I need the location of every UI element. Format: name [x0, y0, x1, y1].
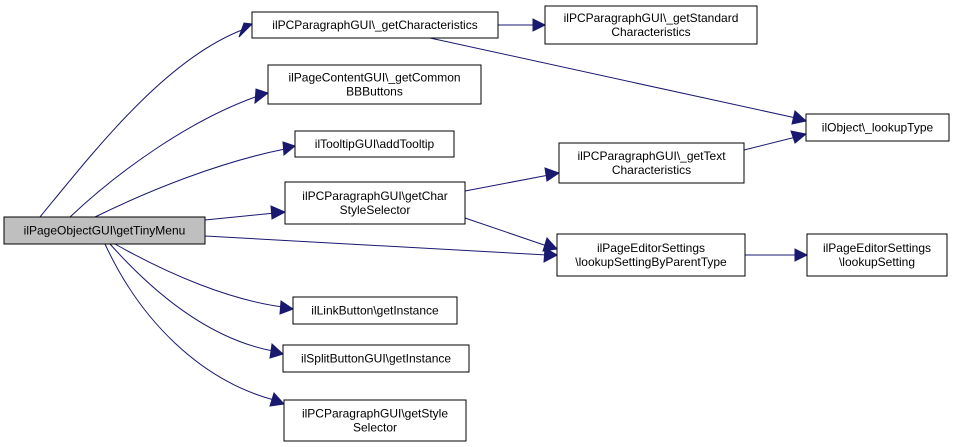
node-box [556, 233, 746, 277]
node-lookuptype[interactable]: ilObject\_lookupType [805, 113, 950, 142]
node-getstd[interactable]: ilPCParagraphGUI\_getStandardCharacteris… [544, 5, 758, 45]
edge-line [429, 37, 797, 119]
edge-root-stylesel [104, 243, 286, 407]
node-splitbtn[interactable]: ilSplitButtonGUI\getInstance [282, 344, 470, 373]
node-label: StyleSelector [340, 203, 411, 217]
arrowhead-icon [254, 88, 270, 105]
node-box [283, 399, 467, 442]
arrowhead-icon [270, 205, 287, 220]
edge-root-bbbuttons [69, 88, 270, 218]
arrowhead-icon [790, 130, 808, 144]
arrowhead-icon [269, 342, 284, 359]
node-parenttype[interactable]: ilPageEditorSettings\lookupSettingByPare… [556, 233, 746, 277]
edge-getchar-getstd [498, 18, 547, 32]
node-box [251, 11, 499, 39]
node-lookupset[interactable]: ilPageEditorSettings\lookupSetting [806, 233, 948, 277]
edge-root-charstyle [204, 205, 287, 221]
node-label: ilPageContentGUI\_getCommon [288, 71, 460, 85]
node-box [267, 64, 482, 105]
arrowhead-icon [794, 248, 809, 262]
edge-parenttype-lookupset [745, 248, 809, 262]
edge-root-splitbtn [109, 243, 284, 359]
node-box [292, 296, 458, 325]
arrowhead-icon [532, 18, 547, 32]
edge-gettext-lookuptype [743, 130, 808, 151]
edge-line [104, 243, 275, 401]
node-label: ilPCParagraphGUI\getChar [302, 189, 447, 203]
node-label: ilObject\_lookupType [822, 121, 934, 135]
node-label: ilSplitButtonGUI\getInstance [301, 352, 451, 366]
node-label: \lookupSetting [839, 255, 915, 269]
node-box [805, 113, 950, 142]
node-getchar[interactable]: ilPCParagraphGUI\_getCharacteristics [251, 11, 499, 39]
node-label: ilPCParagraphGUI\_getStandard [564, 11, 739, 25]
edge-charstyle-parenttype [464, 217, 559, 252]
node-label: ilPageObjectGUI\getTinyMenu [24, 224, 186, 238]
arrowhead-icon [269, 392, 286, 407]
node-box [284, 181, 466, 225]
edge-getchar-lookuptype [429, 37, 808, 125]
edge-charstyle-gettext [464, 167, 561, 192]
arrowhead-icon [279, 300, 295, 315]
edge-root-tooltip [94, 141, 297, 218]
node-label: ilLinkButton\getInstance [311, 304, 439, 318]
arrowhead-icon [282, 141, 297, 156]
node-box [544, 5, 758, 45]
edge-line [109, 243, 274, 352]
edge-root-getchar [39, 22, 254, 218]
arrowhead-icon [791, 110, 808, 125]
node-label: ilPageEditorSettings [823, 241, 931, 255]
node-box [806, 233, 948, 277]
arrowhead-icon [238, 22, 254, 38]
node-label: \lookupSettingByParentType [575, 255, 727, 269]
node-label: Characteristics [611, 25, 690, 39]
node-box [294, 130, 455, 158]
node-box [3, 216, 206, 245]
edge-root-parenttype [204, 235, 559, 263]
node-box [558, 142, 745, 184]
node-linkbtn[interactable]: ilLinkButton\getInstance [292, 296, 458, 325]
edge-line [94, 148, 286, 218]
node-label: ilPCParagraphGUI\_getCharacteristics [272, 18, 477, 32]
edge-root-linkbtn [114, 243, 295, 315]
node-label: Selector [353, 421, 397, 435]
node-root[interactable]: ilPageObjectGUI\getTinyMenu [3, 216, 206, 245]
edge-line [204, 235, 548, 256]
arrowhead-icon [544, 167, 561, 182]
arrowhead-icon [543, 247, 559, 263]
edge-line [743, 136, 797, 151]
node-label: BBButtons [346, 85, 403, 99]
edge-line [69, 95, 259, 218]
node-label: ilPCParagraphGUI\getStyle [302, 407, 448, 421]
edge-line [204, 212, 276, 221]
edge-line [114, 243, 284, 308]
node-label: ilTooltipGUI\addTooltip [315, 137, 435, 151]
node-tooltip[interactable]: ilTooltipGUI\addTooltip [294, 130, 455, 158]
node-label: ilPageEditorSettings [597, 241, 705, 255]
edge-line [464, 174, 550, 192]
node-label: ilPCParagraphGUI\_getText [577, 149, 726, 163]
node-box [282, 344, 470, 373]
edge-line [464, 217, 548, 247]
node-label: Characteristics [612, 163, 691, 177]
edge-line [39, 29, 243, 218]
arrowhead-icon [542, 237, 559, 252]
